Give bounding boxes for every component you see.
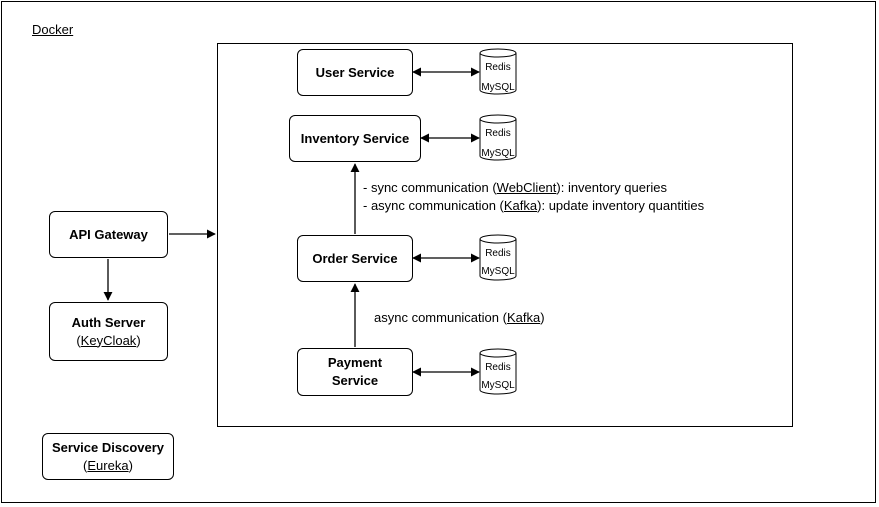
inventory-db-redis-label: Redis [485, 128, 511, 139]
user-db-mysql-label: MySQL [481, 82, 515, 93]
kafka-link-inventory[interactable]: Kafka [503, 198, 538, 213]
inventory-db-icon [479, 114, 517, 161]
api-gateway-box: API Gateway [49, 211, 168, 258]
service-discovery-box: Service Discovery (Eureka) [42, 433, 174, 480]
payment-db-redis-label: Redis [485, 362, 511, 373]
order-service-label: Order Service [312, 250, 398, 266]
async-order-note: async communication (Kafka) [374, 310, 545, 325]
api-gateway-label: API Gateway [69, 226, 148, 242]
user-service-box: User Service [297, 49, 413, 96]
kafka-link-order[interactable]: Kafka [506, 310, 541, 325]
keycloak-link[interactable]: KeyCloak [80, 332, 137, 348]
order-db-icon [479, 234, 517, 281]
services-container [217, 43, 793, 427]
auth-server-label: Auth Server [71, 314, 146, 330]
payment-db-mysql-label: MySQL [481, 380, 515, 391]
auth-server-subtitle: (KeyCloak) [76, 332, 141, 348]
inventory-db-mysql-label: MySQL [481, 148, 515, 159]
order-db-redis-label: Redis [485, 248, 511, 259]
docker-label: Docker [32, 22, 74, 37]
payment-service-box: Payment Service [297, 348, 413, 396]
auth-server-box: Auth Server (KeyCloak) [49, 302, 168, 361]
inventory-service-box: Inventory Service [289, 115, 421, 162]
user-service-label: User Service [315, 64, 395, 80]
webclient-link[interactable]: WebClient [496, 180, 557, 195]
payment-db-icon [479, 348, 517, 395]
sync-communication-note: - sync communication (WebClient): invent… [363, 180, 667, 195]
payment-service-label-line2: Service [331, 373, 379, 388]
payment-service-label-line1: Payment [327, 355, 383, 370]
service-discovery-subtitle: (Eureka) [83, 457, 133, 473]
eureka-link[interactable]: Eureka [87, 457, 129, 473]
service-discovery-label: Service Discovery [51, 439, 165, 455]
inventory-service-label: Inventory Service [300, 130, 410, 146]
order-db-mysql-label: MySQL [481, 266, 515, 277]
user-db-icon [479, 48, 517, 95]
user-db-redis-label: Redis [485, 62, 511, 73]
async-inventory-note: - async communication (Kafka): update in… [363, 198, 705, 213]
order-service-box: Order Service [297, 235, 413, 282]
